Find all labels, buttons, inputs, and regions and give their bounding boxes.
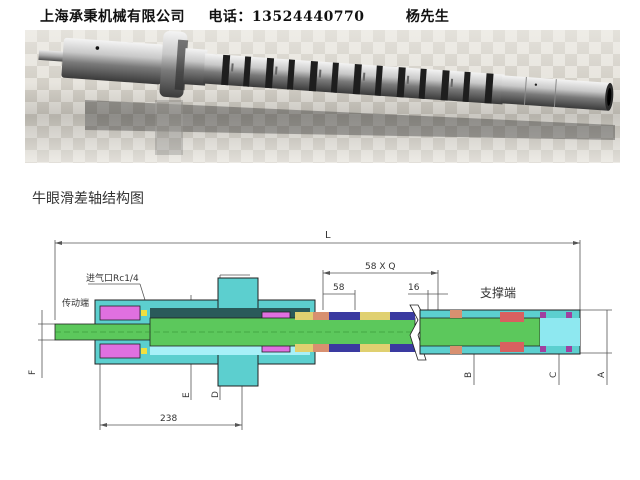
label-dia-c: C — [549, 372, 559, 378]
label-drive-end: 传动端 — [62, 297, 89, 309]
roller-section — [295, 312, 415, 352]
label-dia-e: E — [182, 392, 192, 398]
section-title: 牛眼滑差轴结构图 — [32, 191, 144, 207]
phone-number: 电话：13524440770 — [208, 9, 365, 25]
label-air-inlet: 进气口Rc1/4 — [86, 272, 139, 284]
label-overall-length: L — [325, 230, 331, 241]
label-pitch: 58 — [333, 283, 345, 293]
label-dia-d: D — [211, 391, 221, 398]
support-end-assembly — [419, 309, 581, 355]
product-photo — [25, 30, 620, 163]
shaft-shadow — [85, 100, 615, 155]
header-banner: 上海承秉机械有限公司 电话：13524440770 杨先生 — [40, 6, 449, 26]
label-flange-offset: 238 — [160, 414, 177, 424]
label-pitch-total: 58 X Q — [365, 262, 395, 272]
dimension-arrows — [55, 241, 580, 427]
structure-drawing: L 进气口Rc1/4 传动端 支撑端 58 X Q 58 16 238 F E … — [28, 230, 612, 430]
label-dia-a: A — [597, 371, 607, 378]
label-support-end: 支撑端 — [480, 285, 516, 300]
contact-person: 杨先生 — [405, 9, 450, 25]
label-gap: 16 — [408, 283, 420, 293]
main-shaft — [54, 317, 416, 347]
shaft-body — [38, 31, 614, 111]
label-dia-b: B — [464, 372, 474, 378]
shaft-render — [38, 31, 615, 155]
company-name: 上海承秉机械有限公司 — [40, 9, 185, 25]
label-dia-f: F — [28, 370, 38, 375]
